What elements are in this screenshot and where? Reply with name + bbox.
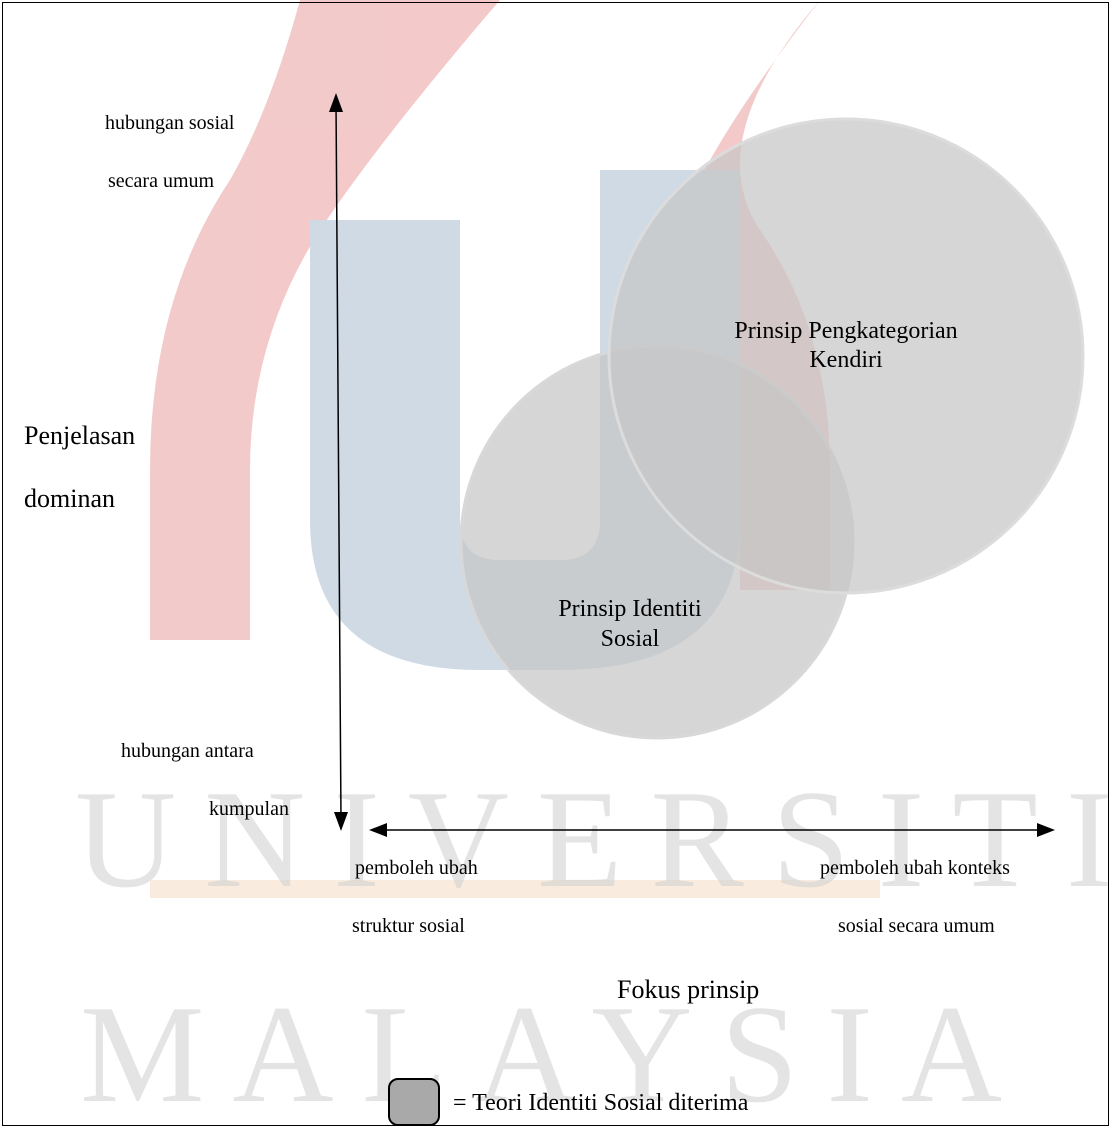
watermark-text-line2: MALAYSIA xyxy=(80,977,1031,1132)
circle-label-social-identity-line1: Prinsip Identiti xyxy=(558,596,702,622)
y-axis-top-label-line1: hubungan sosial xyxy=(105,112,235,134)
x-axis-arrow-right xyxy=(1037,823,1055,837)
y-axis-arrow-up xyxy=(329,93,343,112)
y-axis-title-line1: Penjelasan xyxy=(24,421,136,450)
legend-text: = Teori Identiti Sosial diterima xyxy=(453,1090,749,1116)
logo-yellow-bar xyxy=(150,880,880,898)
circle-self-categorization xyxy=(607,117,1085,595)
y-axis-bottom-label-line2: kumpulan xyxy=(209,798,289,820)
circle-label-self-categorization-line1: Prinsip Pengkategorian xyxy=(734,318,958,344)
x-axis-left-label-line1: pemboleh ubah xyxy=(355,857,478,879)
watermark-text-line1: UNIVERSITI xyxy=(75,762,1112,917)
x-axis-right-label-line2: sosial secara umum xyxy=(838,915,995,937)
legend-swatch xyxy=(388,1078,440,1126)
x-axis-right-label-line1: pemboleh ubah konteks xyxy=(820,857,1010,879)
y-axis-top-label-line2: secara umum xyxy=(108,170,215,192)
y-axis-bottom-label-line1: hubungan antara xyxy=(121,740,254,762)
circle-label-social-identity-line2: Sosial xyxy=(600,626,660,652)
y-axis-line xyxy=(335,101,342,821)
logo-red-stroke-left xyxy=(150,0,500,640)
circle-label-self-categorization-line2: Kendiri xyxy=(809,347,883,373)
x-axis-title: Fokus prinsip xyxy=(617,975,760,1004)
x-axis-arrow-left xyxy=(369,823,387,837)
y-axis-arrow-down xyxy=(334,812,348,831)
y-axis-title-line2: dominan xyxy=(24,484,115,513)
x-axis-left-label-line2: struktur sosial xyxy=(352,915,465,937)
